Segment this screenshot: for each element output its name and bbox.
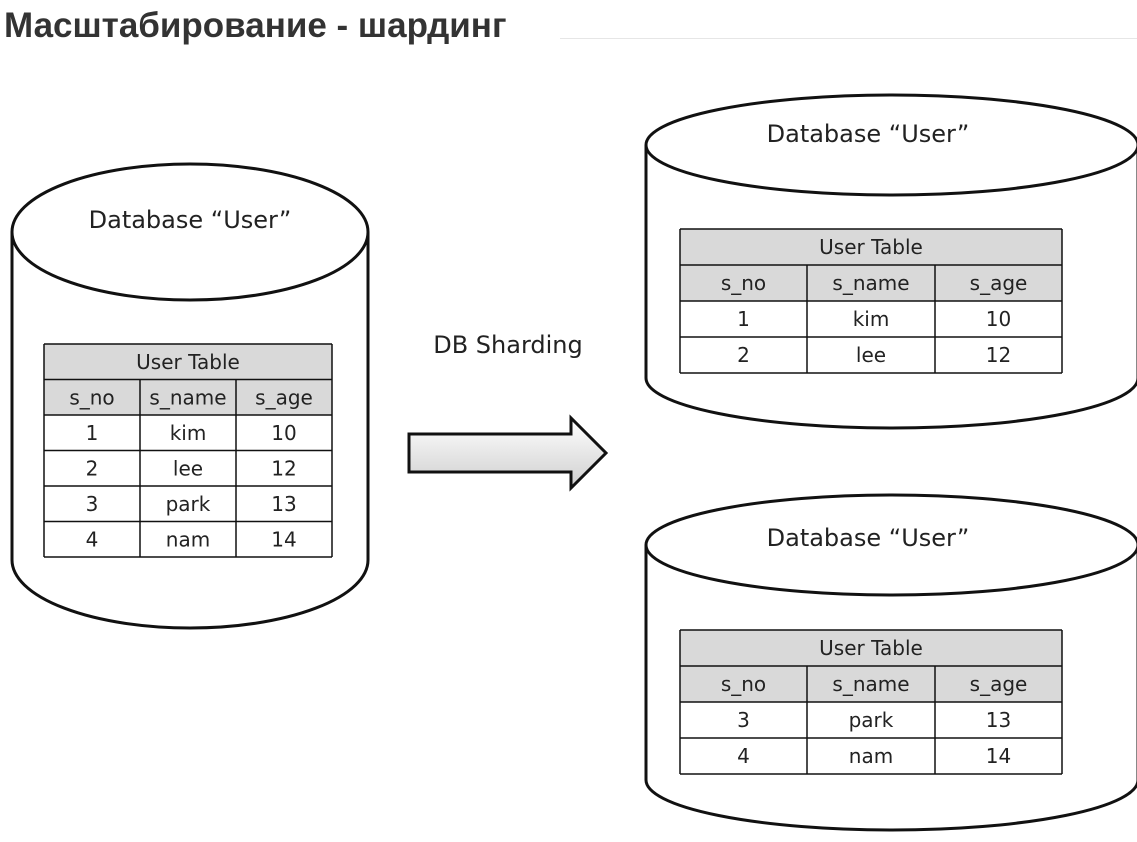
source-user-table: User Table s_no s_name s_age 1 kim 10 2 lee 12 3 pa… bbox=[43, 343, 333, 558]
shard1-cylinder-top bbox=[644, 93, 1137, 197]
table-cell: 3 bbox=[86, 492, 99, 516]
table-cell: park bbox=[849, 708, 894, 732]
table-cell: 4 bbox=[86, 527, 99, 551]
page-title: Масштабирование - шардинг bbox=[4, 6, 507, 45]
shard1-db-label: Database “User” bbox=[767, 120, 970, 148]
column-header-s-name: s_name bbox=[832, 271, 909, 295]
table-cell: 13 bbox=[271, 492, 296, 516]
table-caption: User Table bbox=[136, 350, 240, 374]
table-caption: User Table bbox=[819, 235, 923, 259]
table-cell: park bbox=[166, 492, 211, 516]
source-cylinder-top bbox=[10, 162, 370, 302]
table-cell: kim bbox=[853, 307, 890, 331]
arrow-label: DB Sharding bbox=[433, 331, 583, 359]
arrow-shape bbox=[407, 414, 609, 492]
column-header-s-no: s_no bbox=[721, 271, 766, 295]
column-header-s-name: s_name bbox=[149, 385, 226, 409]
table-cell: 1 bbox=[86, 421, 99, 445]
column-header-s-no: s_no bbox=[721, 672, 766, 696]
table-cell: 13 bbox=[986, 708, 1011, 732]
column-header-s-no: s_no bbox=[69, 385, 114, 409]
table-cell: lee bbox=[173, 456, 203, 480]
column-header-s-age: s_age bbox=[970, 672, 1028, 696]
table-cell: 4 bbox=[737, 744, 750, 768]
table-cell: 2 bbox=[737, 343, 750, 367]
sharding-arrow: DB Sharding bbox=[407, 331, 609, 492]
table-cell: 2 bbox=[86, 456, 99, 480]
shard1-user-table: User Table s_no s_name s_age 1 kim 10 2 lee 12 bbox=[679, 228, 1063, 374]
shard-database-1: Database “User” User Table s_no s_name s_ag… bbox=[644, 93, 1137, 430]
table-cell: 3 bbox=[737, 708, 750, 732]
table-cell: 1 bbox=[737, 307, 750, 331]
column-header-s-age: s_age bbox=[970, 271, 1028, 295]
shard2-user-table: User Table s_no s_name s_age 3 park 13 4 nam 14 bbox=[679, 629, 1063, 775]
title-divider bbox=[560, 38, 1137, 39]
source-db-label: Database “User” bbox=[89, 206, 292, 234]
table-cell: 12 bbox=[986, 343, 1011, 367]
table-cell: 10 bbox=[986, 307, 1011, 331]
shard2-cylinder-top bbox=[644, 493, 1137, 597]
shard-database-2: Database “User” User Table s_no s_name s_ag… bbox=[644, 493, 1137, 832]
shard2-db-label: Database “User” bbox=[767, 524, 970, 552]
column-header-s-age: s_age bbox=[255, 385, 313, 409]
table-cell: 10 bbox=[271, 421, 296, 445]
table-cell: 14 bbox=[986, 744, 1011, 768]
table-cell: nam bbox=[849, 744, 893, 768]
table-cell: kim bbox=[170, 421, 207, 445]
column-header-s-name: s_name bbox=[832, 672, 909, 696]
table-cell: nam bbox=[166, 527, 210, 551]
table-cell: 12 bbox=[271, 456, 296, 480]
table-caption: User Table bbox=[819, 636, 923, 660]
table-cell: lee bbox=[856, 343, 886, 367]
source-database: Database “User” User Table s_no s_name s_ag… bbox=[10, 162, 370, 630]
table-cell: 14 bbox=[271, 527, 296, 551]
